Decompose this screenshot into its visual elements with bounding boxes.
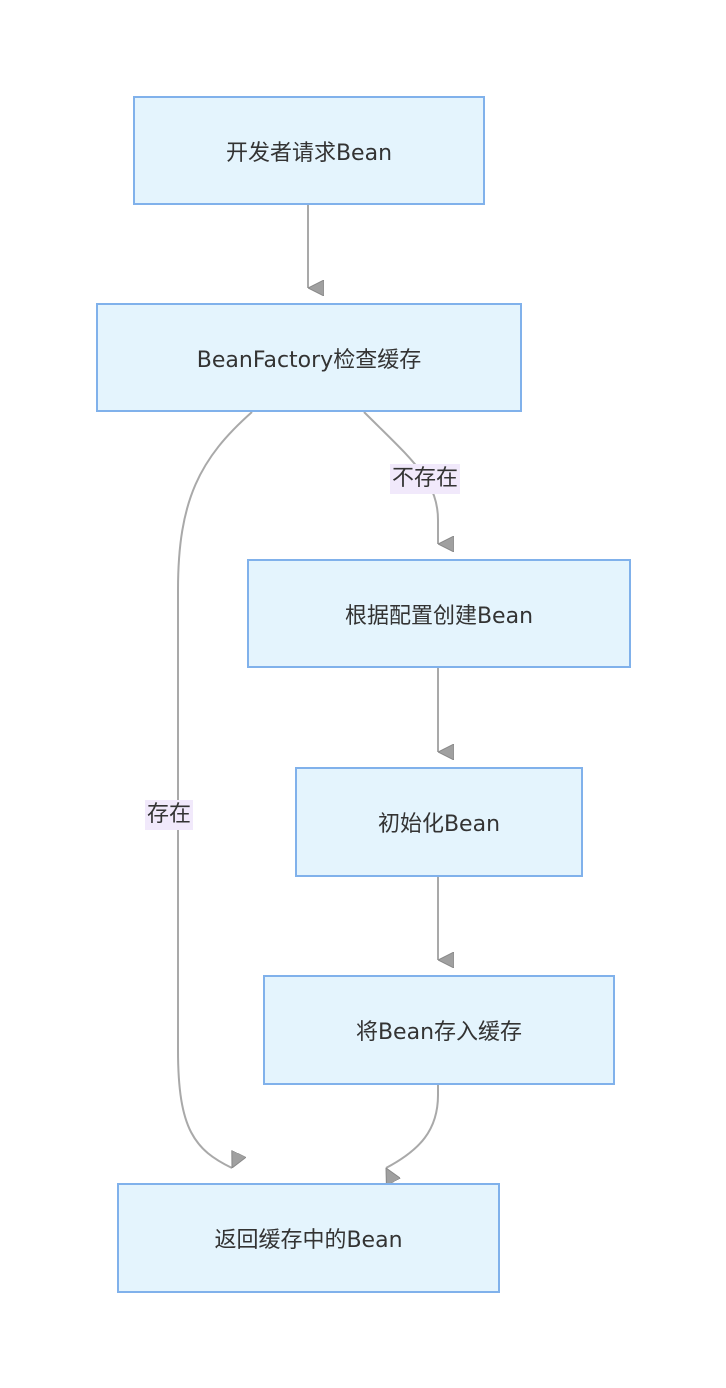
node-request-label: 开发者请求Bean — [225, 140, 393, 166]
node-return: 返回缓存中的Bean — [117, 1183, 500, 1293]
edge-label-not-exists: 不存在 — [390, 464, 461, 494]
node-create: 根据配置创建Bean — [247, 559, 631, 668]
edge-check-to-return — [177, 411, 253, 1168]
node-create-label: 根据配置创建Bean — [344, 603, 534, 629]
node-init-label: 初始化Bean — [377, 812, 501, 837]
edge-store-to-return — [386, 1085, 439, 1168]
node-store-label: 将Bean存入缓存 — [355, 1020, 523, 1045]
edge-label-exists: 存在 — [145, 800, 194, 830]
node-return-label: 返回缓存中的Bean — [214, 1228, 403, 1253]
node-store: 将Bean存入缓存 — [263, 975, 615, 1085]
node-check: BeanFactory检查缓存 — [96, 303, 522, 412]
node-init: 初始化Bean — [295, 767, 583, 877]
node-check-label: BeanFactory检查缓存 — [196, 347, 422, 373]
node-request: 开发者请求Bean — [133, 96, 485, 205]
